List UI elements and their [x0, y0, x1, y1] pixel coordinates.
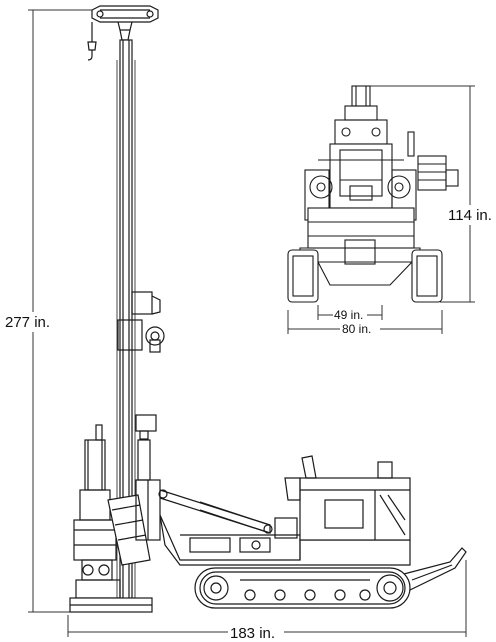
front-lower-frame: [299, 207, 421, 265]
crawler-track: [194, 567, 411, 609]
total-height-label: 277 in.: [5, 314, 50, 331]
front-body: [318, 143, 404, 209]
total-length-label: 183 in.: [230, 625, 275, 642]
front-view-drill-rig: [287, 85, 459, 303]
rotary-gearbox: [107, 439, 161, 566]
front-height-label: 114 in.: [448, 207, 492, 224]
mast-attachments: [117, 291, 165, 440]
track-inner-width-label: 49 in.: [334, 308, 363, 322]
power-pack: [284, 455, 411, 541]
hydraulic-cylinder: [158, 489, 273, 534]
mast-crown: [87, 5, 159, 61]
main-frame: [159, 514, 411, 566]
front-valve-bank: [407, 131, 459, 191]
drill-head-assembly: [69, 424, 153, 613]
front-tracks: [287, 249, 443, 303]
front-mast-head: [334, 85, 388, 145]
track-outer-width-label: 80 in.: [342, 322, 371, 336]
side-view-drill-rig: [69, 5, 467, 613]
